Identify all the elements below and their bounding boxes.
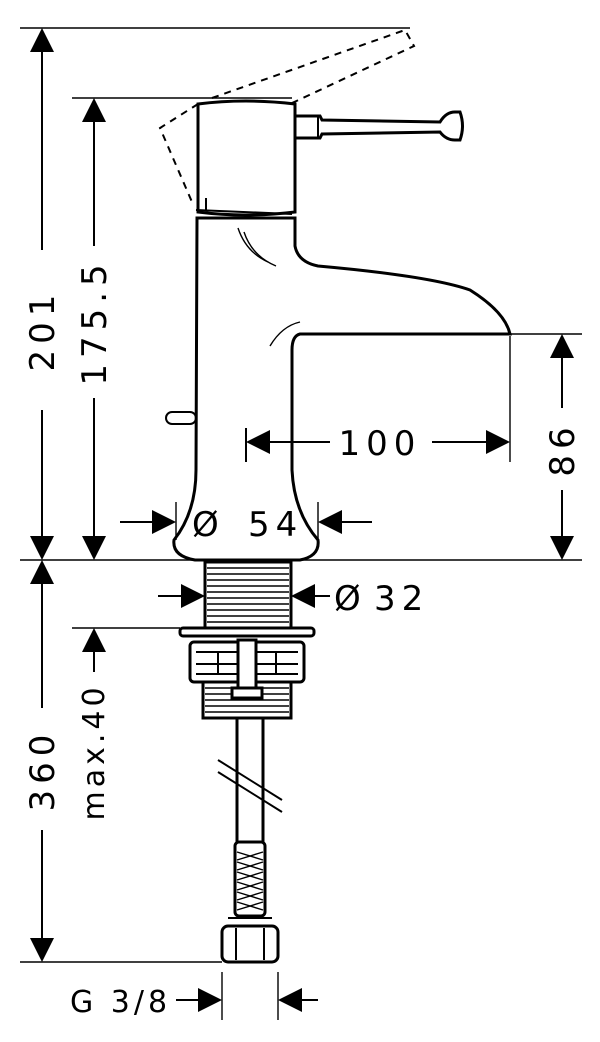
label-86: 86 — [543, 421, 583, 476]
label-32: 32 — [374, 579, 429, 619]
break-mark-2 — [218, 772, 282, 812]
dim-spout-reach: 100 — [246, 424, 510, 464]
label-175-5: 175.5 — [75, 258, 115, 385]
thread-lines — [207, 568, 289, 622]
label-360: 360 — [23, 729, 63, 812]
handle-assembly — [160, 30, 463, 215]
popup-rod — [166, 412, 196, 424]
diameter-symbol-32: Ø — [334, 579, 367, 619]
cartridge-lower — [196, 198, 292, 214]
lever — [295, 112, 463, 140]
cartridge-housing — [198, 101, 295, 215]
dim-shank-diameter: Ø 32 — [158, 579, 429, 619]
break-mark — [218, 760, 282, 800]
spout-highlight-2 — [244, 232, 276, 266]
threaded-shank — [205, 562, 291, 628]
dim-total-below: 360 — [23, 560, 63, 962]
diameter-symbol-54: Ø — [192, 505, 225, 545]
label-g-3-8: G 3/8 — [70, 985, 171, 1020]
label-100: 100 — [339, 424, 422, 464]
dim-overall-height: 201 — [23, 28, 63, 560]
clamp-screw-head — [232, 688, 262, 698]
dim-connection-thread: G 3/8 — [70, 985, 318, 1020]
dim-max-thickness: max.40 — [77, 628, 112, 821]
spout-highlight — [238, 228, 268, 262]
dim-spout-height: 175.5 — [75, 98, 115, 560]
label-54: 54 — [248, 505, 303, 545]
braid-lines — [237, 852, 263, 910]
outlet-highlight — [270, 322, 300, 346]
connector-nut — [222, 926, 278, 962]
supply-hose — [218, 718, 282, 962]
dim-base-diameter: Ø 54 — [120, 505, 372, 545]
clamp-screw — [238, 640, 256, 694]
label-max-40: max.40 — [77, 683, 112, 820]
washer-plate — [180, 628, 314, 636]
shank — [180, 562, 314, 718]
label-201: 201 — [23, 289, 63, 372]
dim-outlet-height: 86 — [543, 334, 583, 560]
